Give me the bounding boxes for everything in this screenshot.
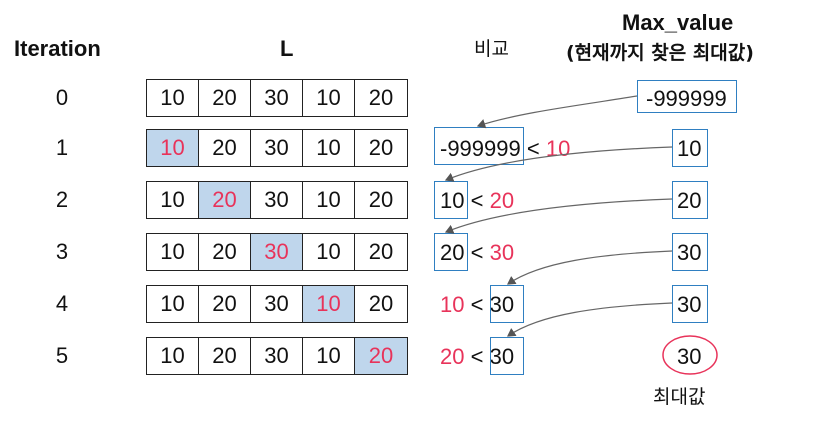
list-cell: 20 [199,130,251,166]
variable-box [672,181,708,219]
list-cell: 20 [199,338,251,374]
list-cell: 10 [147,286,199,322]
comparison-left: 10 [440,292,465,317]
arrow-max-to-row3 [444,198,673,234]
variable-box [672,285,708,323]
list-cell-current: 10 [147,130,199,166]
list-cell: 20 [368,187,394,212]
comparison-left: -999999 [440,136,521,161]
comparison: 20 < 30 [440,240,514,266]
iteration-number: 2 [55,187,69,212]
comparison-operator: < [470,188,484,213]
max-value: -999999 [646,86,727,111]
iteration-number: 0 [55,85,69,110]
comparison-left: 10 [440,188,465,213]
variable-box [637,80,737,113]
comparison-right: 30 [489,292,515,317]
list-cell: 20 [368,291,394,316]
variable-box [490,285,524,323]
list-cell-current: 10 [303,286,355,322]
list-cell: 10 [303,182,355,218]
list-cell: 20 [199,80,251,116]
list-cell: 10 [147,338,199,374]
variable-box [490,337,524,375]
list-cell: 20 [199,234,251,270]
arrow-max-to-row4 [507,250,673,285]
list-cell: 10 [303,80,355,116]
list-cell: 10 [147,234,199,270]
comparison-left: 20 [440,344,465,369]
list-cell: 10 [303,234,355,270]
max-value-subheader: (현재까지 찾은 최대값) [566,42,754,64]
arrow-max-to-row5 [507,302,673,337]
comparison-left: 20 [440,240,465,265]
list-cell: 10 [303,130,355,166]
comparison-right: 30 [489,344,515,369]
comparison-operator: < [470,292,484,317]
variable-box [672,233,708,271]
comparison: 20 < 30 [440,344,514,370]
list-cell: 30 [251,338,303,374]
iteration-number: 1 [55,135,69,160]
list-header: L [280,36,294,61]
comparison-right: 30 [489,240,515,265]
list-cell: 30 [251,80,303,116]
arrow-max-to-row2 [444,146,673,182]
comparison-operator: < [470,240,484,265]
max-value: 30 [677,292,702,317]
comparison-operator: < [526,136,540,161]
max-value-final: 30 [677,344,702,369]
list-cell: 10 [147,182,199,218]
list-cell-current: 20 [355,338,407,374]
comparison-right: 20 [489,188,515,213]
result-circle [662,335,718,375]
list-cell: 20 [199,286,251,322]
comparison-operator: < [470,344,484,369]
max-value-header: Max_value [622,10,734,35]
max-value: 30 [677,240,702,265]
list-cell: 20 [368,85,394,110]
comparison: 10 < 30 [440,292,514,318]
comparison: 10 < 20 [440,188,514,214]
list-cell-current: 30 [251,234,303,270]
arrow-max-to-row1 [476,95,638,129]
list-cell: 30 [251,182,303,218]
list-cell: 30 [251,130,303,166]
max-value: 10 [677,136,702,161]
iteration-header: Iteration [14,36,101,61]
list-cell: 20 [368,135,394,160]
iteration-number: 4 [55,291,69,316]
iteration-number: 5 [55,343,69,368]
list-cell: 30 [251,286,303,322]
result-label: 최대값 [653,386,706,408]
iteration-number: 3 [55,239,69,264]
compare-header: 비교 [474,38,509,60]
list-cell: 10 [303,338,355,374]
list-cell: 20 [368,239,394,264]
variable-box [672,129,708,167]
list-cell-current: 20 [199,182,251,218]
list-cell: 10 [147,80,199,116]
max-value: 20 [677,188,702,213]
